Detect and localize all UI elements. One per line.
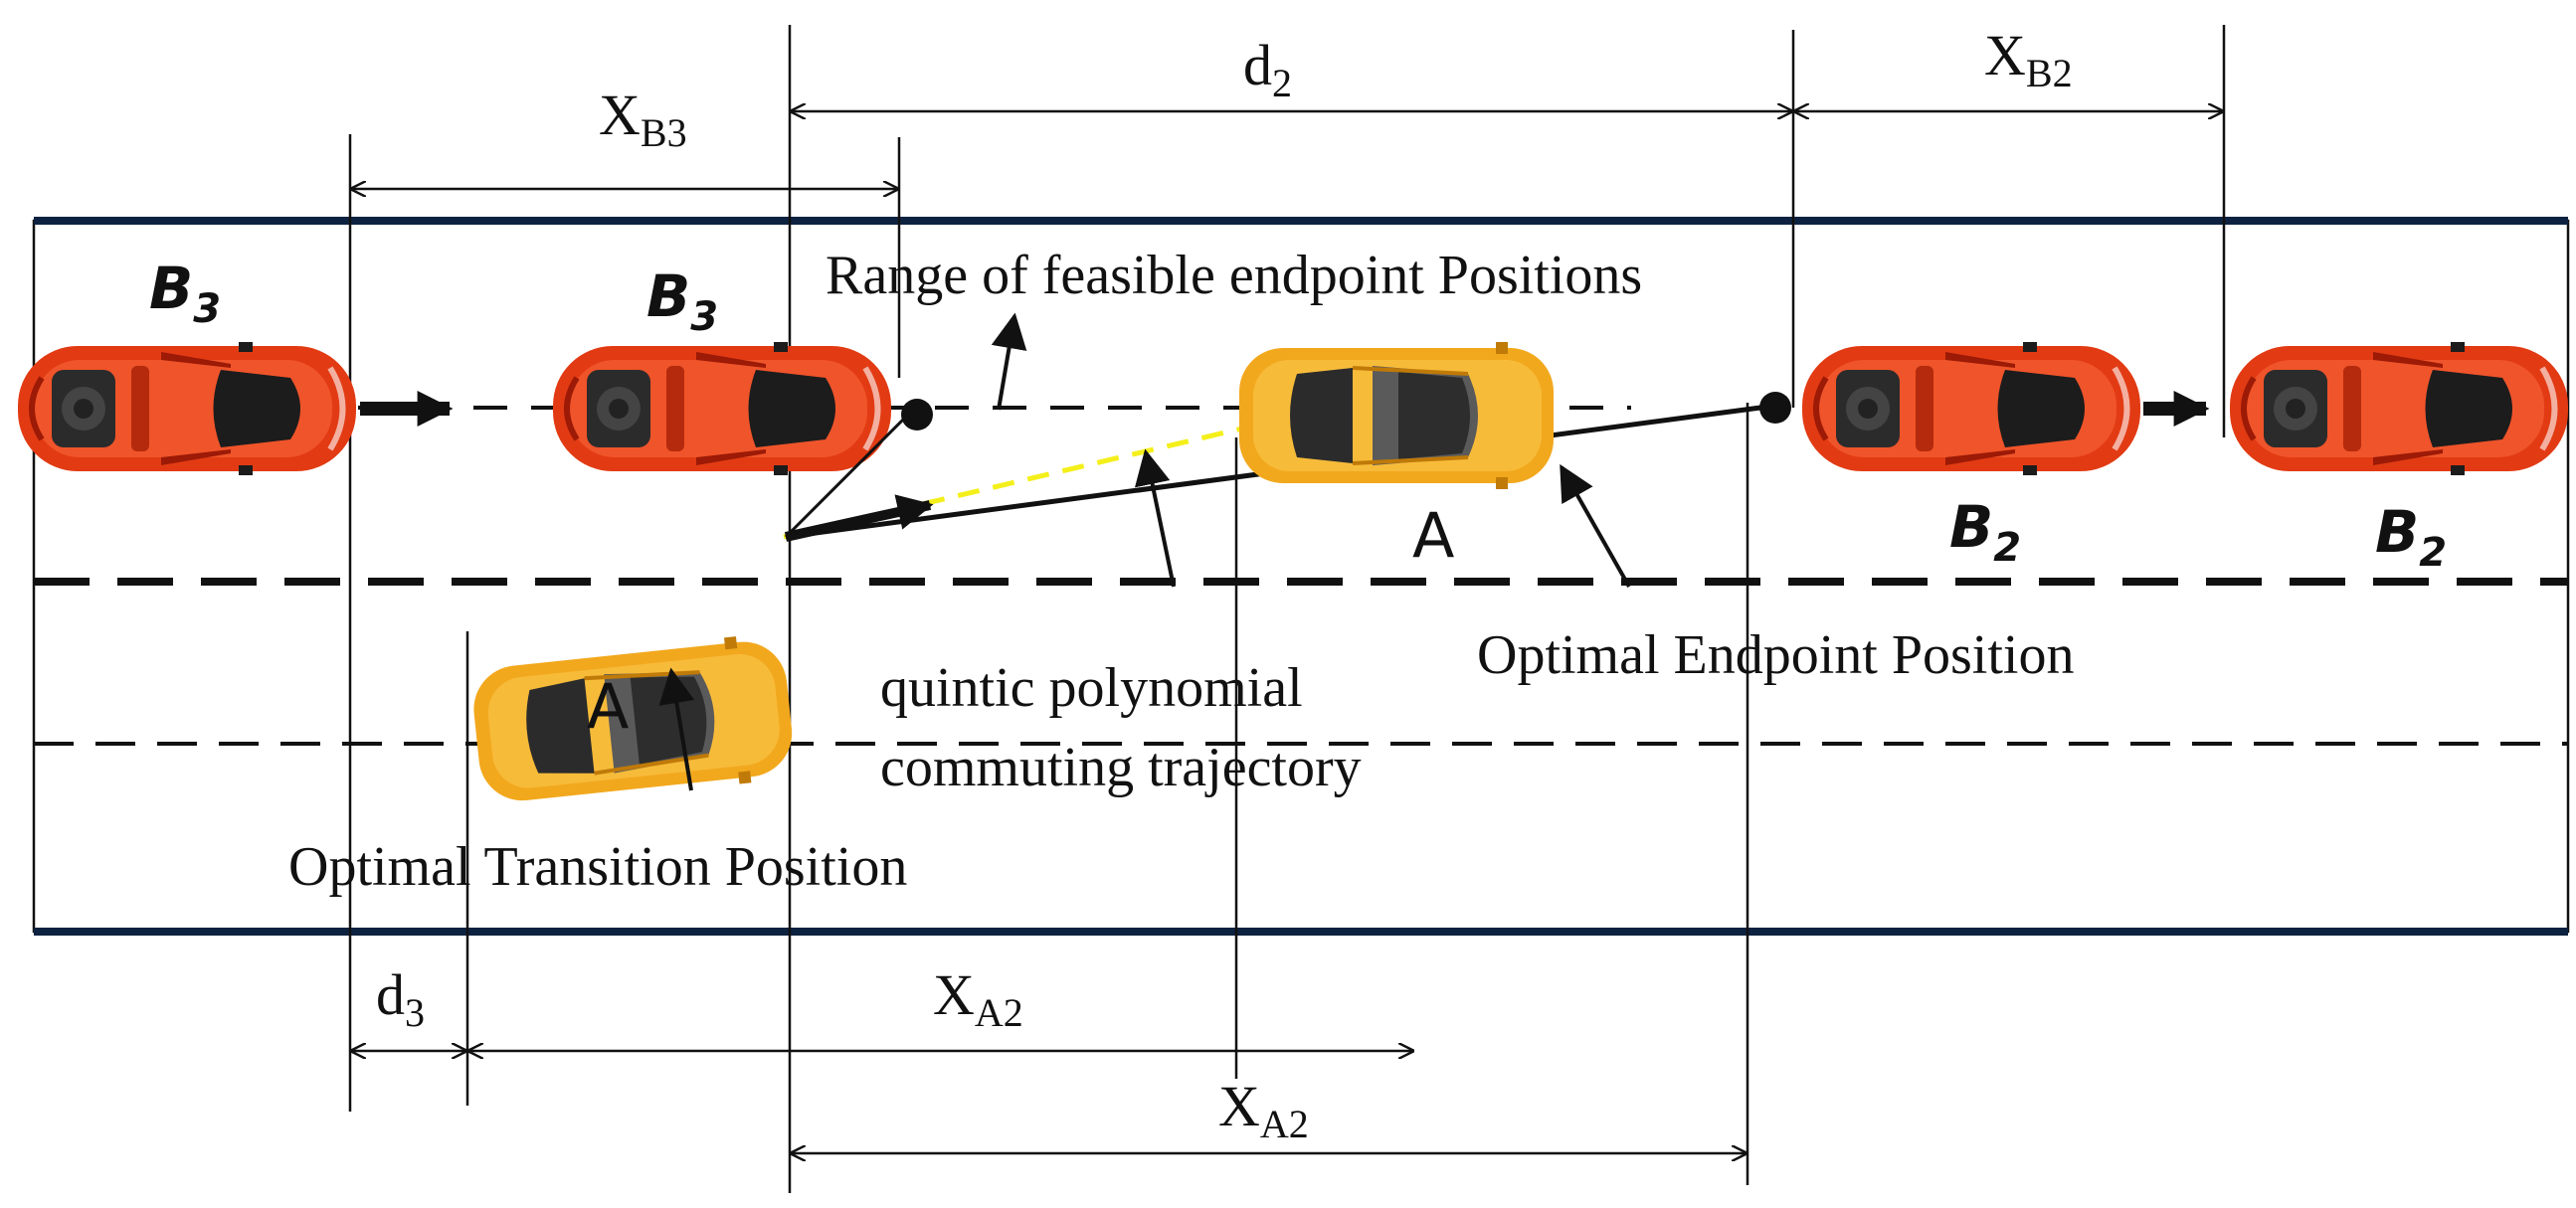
endpoint-pointer-arrow (1560, 463, 1631, 588)
reference-lines (348, 25, 2226, 1193)
dim-label-xb3: XB3 (599, 83, 687, 155)
range-pointer-arrow (991, 312, 1027, 411)
b3-to-a-link (784, 406, 917, 539)
yellow-car-icon (1237, 340, 1556, 491)
transition-pointer-arrow (658, 667, 695, 791)
trajectory-direction-arrow (784, 494, 934, 542)
annotation-labels: Range of feasible endpoint Positions qui… (288, 245, 2074, 898)
optimal-endpoint-dot (1759, 392, 1791, 424)
dim-label-d3: d3 (376, 962, 425, 1035)
label-b2-mid: B2 (1949, 493, 2021, 571)
red-car-icon (18, 342, 356, 475)
label-b3-left: B3 (149, 255, 221, 332)
trajectory-label-line2: commuting trajectory (880, 737, 1362, 798)
dim-label-xa2-lower: XA2 (1218, 1074, 1309, 1146)
feasible-start-dot (901, 399, 933, 431)
dimension-labels: d2 XB2 XB3 d3 XA2 XA2 (376, 23, 2073, 1146)
pointer-arrows (658, 312, 1631, 791)
label-a-start: A (587, 670, 629, 743)
road (32, 217, 2570, 936)
endpoint-label: Optimal Endpoint Position (1477, 624, 2074, 686)
vehicle-labels: B3 B3 B2 B2 A A (149, 255, 2447, 743)
red-car-icon (1802, 342, 2140, 475)
trajectory-label-line1: quintic polynomial (880, 657, 1303, 719)
red-car-icon (553, 342, 891, 475)
dimension-arrows (350, 111, 2224, 1153)
label-b2-right: B2 (2375, 498, 2447, 576)
yellow-car-icon (466, 629, 800, 813)
label-b3-mid: B3 (646, 262, 718, 340)
red-car-icon (2230, 342, 2568, 475)
dim-label-xa2-upper: XA2 (933, 962, 1023, 1035)
road-outline (32, 219, 2570, 934)
dim-label-d2: d2 (1243, 33, 1292, 105)
label-a-end: A (1412, 499, 1454, 572)
transition-label: Optimal Transition Position (288, 836, 907, 898)
trajectory-pointer-arrow (1134, 448, 1176, 588)
dim-label-xb2: XB2 (1984, 23, 2073, 95)
range-label: Range of feasible endpoint Positions (826, 245, 1642, 306)
